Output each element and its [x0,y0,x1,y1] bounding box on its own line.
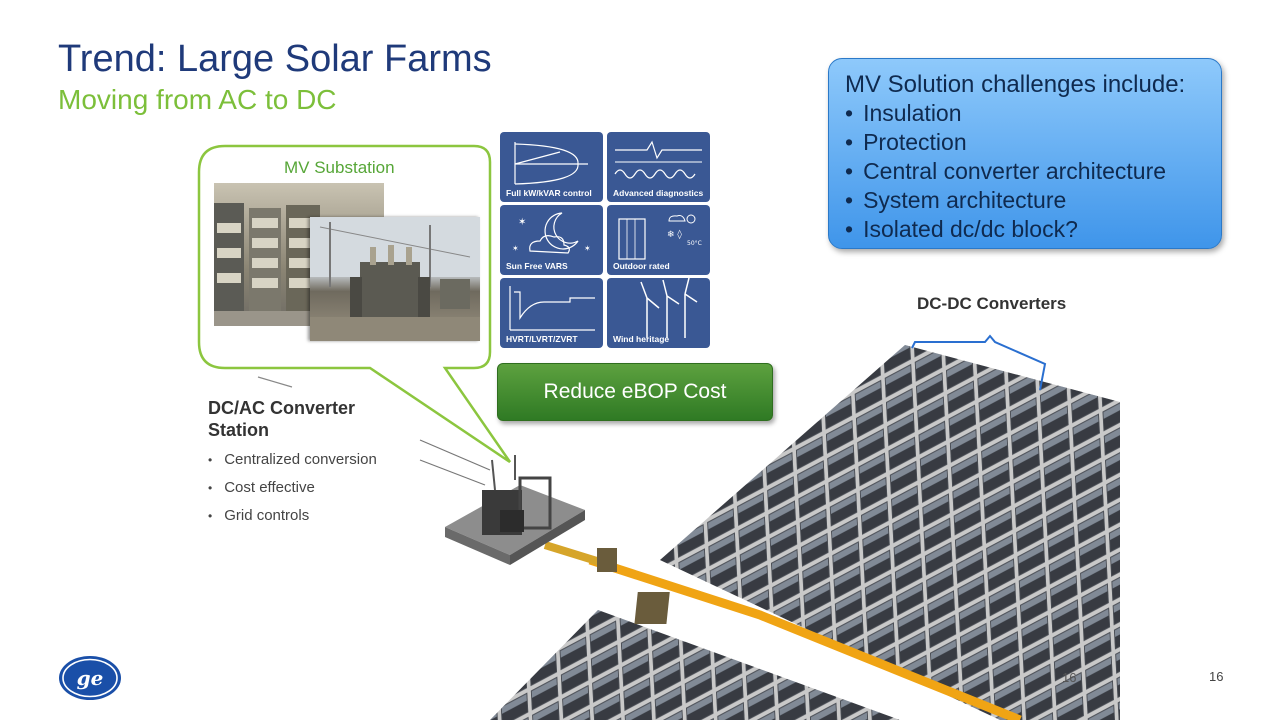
feature-tile-kw-kvar: Full kW/kVAR control [500,132,603,202]
reduce-ebop-cost-button[interactable]: Reduce eBOP Cost [497,363,773,421]
station-title: DC/AC Converter Station [208,398,356,440]
substation-title: MV Substation [284,158,395,177]
pq-curve-icon [514,142,588,185]
feature-tile-wind: Wind heritage [607,278,710,348]
feature-label: Full kW/kVAR control [506,188,592,198]
ge-logo: ge [59,656,121,700]
list-item: Central converter architecture [845,157,1166,186]
challenges-list: Insulation Protection Central converter … [845,99,1166,244]
svg-text:✶: ✶ [512,244,519,253]
slide-title: Trend: Large Solar Farms [58,38,492,80]
feature-tile-outdoor: ❄ ◊ 50°C Outdoor rated [607,205,710,275]
feature-label: Wind heritage [613,334,670,344]
feature-tile-diagnostics: Advanced diagnostics [607,132,710,202]
svg-text:ge: ge [77,666,104,690]
ride-through-chart-icon [509,286,595,331]
moon-cloud-icon: ✶ ✶ ✶ [512,212,591,254]
svg-text:✶: ✶ [584,244,591,253]
weather-cabinet-icon: ❄ ◊ 50°C [618,214,702,260]
feature-tile-sun-free-vars: ✶ ✶ ✶ Sun Free VARS [500,205,603,275]
feature-label: HVRT/LVRT/ZVRT [506,334,578,344]
svg-text:❄ ◊: ❄ ◊ [667,229,682,240]
station-list: Centralized conversion Cost effective Gr… [208,446,377,530]
waveform-icon [614,140,702,179]
list-item: Cost effective [208,474,377,502]
page-number: 16 [1209,669,1224,684]
feature-label: Sun Free VARS [506,261,568,271]
challenges-callout: MV Solution challenges include: Insulati… [828,58,1222,249]
challenges-heading: MV Solution challenges include: [845,71,1186,98]
dc-dc-converters-label: DC-DC Converters [917,294,1067,313]
list-item: Insulation [845,99,1166,128]
list-item: System architecture [845,186,1166,215]
feature-label: Outdoor rated [613,261,670,271]
inner-page-number: 16 [1062,670,1077,685]
svg-text:50°C: 50°C [687,240,702,247]
svg-text:✶: ✶ [518,217,526,228]
list-item: Isolated dc/dc block? [845,215,1166,244]
wind-turbine-icon [640,278,698,338]
slide-subtitle: Moving from AC to DC [58,84,337,115]
list-item: Centralized conversion [208,446,377,474]
transformer-photo [310,217,480,341]
list-item: Protection [845,128,1166,157]
feature-label: Advanced diagnostics [613,188,704,198]
feature-tile-ride-through: HVRT/LVRT/ZVRT [500,278,603,348]
list-item: Grid controls [208,502,377,530]
